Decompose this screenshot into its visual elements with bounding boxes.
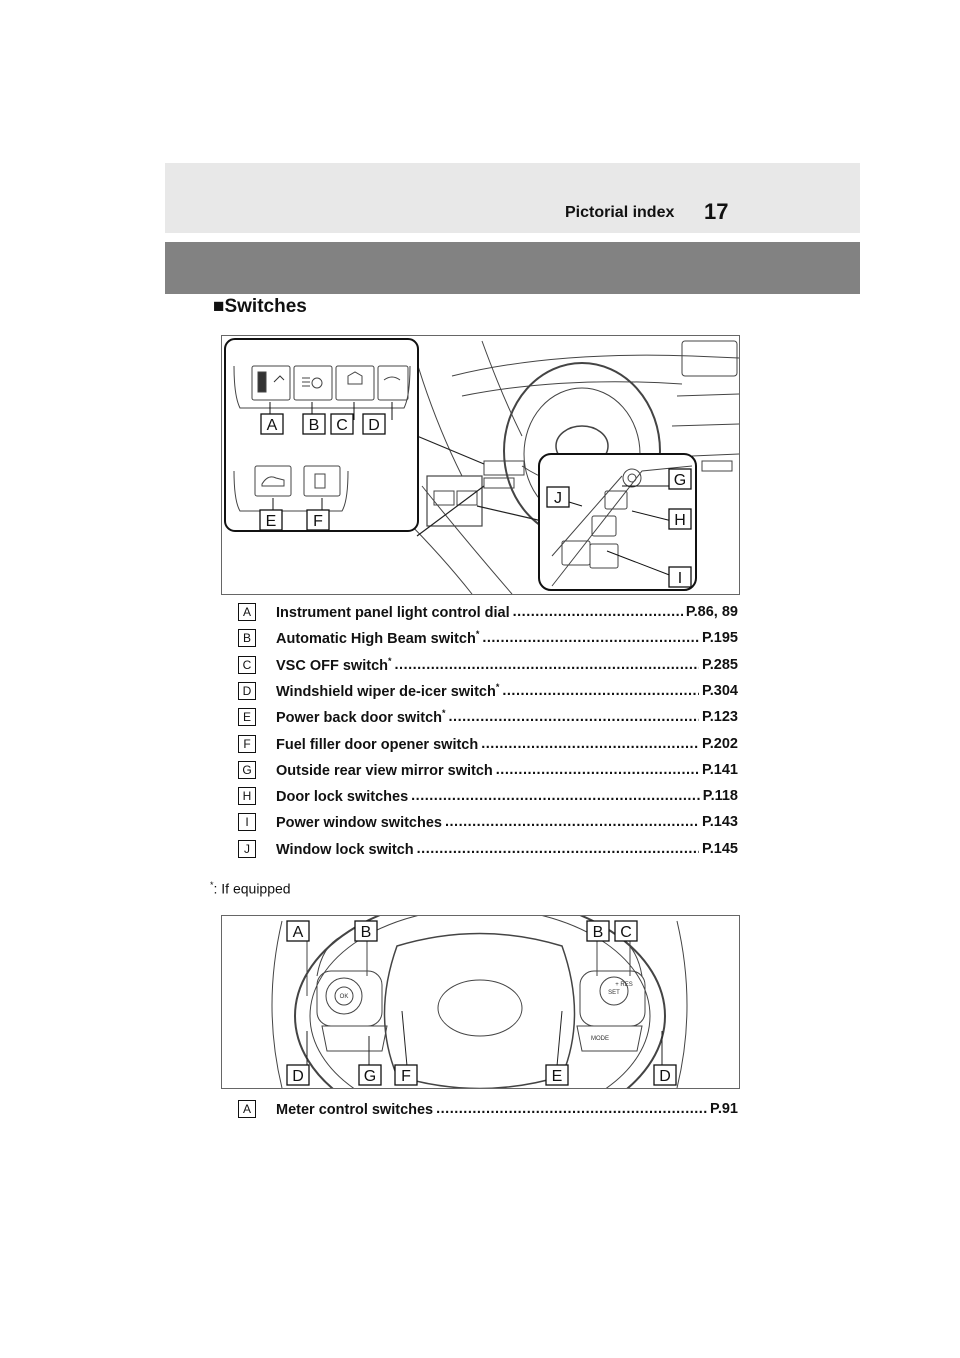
page-reference[interactable]: P.202 — [701, 735, 738, 752]
key-label: J — [238, 839, 256, 858]
page-reference[interactable]: P.195 — [701, 630, 738, 647]
leader-dots — [395, 657, 699, 673]
page-reference[interactable]: P.304 — [701, 682, 738, 699]
figure2-label-e: E — [552, 1068, 563, 1085]
page-reference[interactable]: P.91 — [710, 1101, 738, 1117]
switch-name: Automatic High Beam switch* — [276, 629, 480, 648]
figure2-label-d-left: D — [292, 1068, 304, 1085]
switch-name: Window lock switch — [276, 841, 414, 858]
switch-name: Windshield wiper de-icer switch* — [276, 681, 500, 700]
page-number: 17 — [704, 199, 729, 224]
figure2-label-f: F — [401, 1068, 411, 1085]
res-button-text: + RES — [615, 982, 633, 988]
page-reference[interactable]: P.145 — [701, 840, 738, 857]
page-reference[interactable]: P.118 — [702, 788, 738, 805]
figure2-label-b-left: B — [361, 924, 372, 941]
switch-list-item: C VSC OFF switch* P.285 — [238, 654, 738, 676]
figure2-label-a: A — [293, 924, 304, 941]
key-label: A — [238, 603, 256, 621]
page-reference[interactable]: P.86, 89 — [685, 604, 738, 620]
switch-name: Outside rear view mirror switch — [276, 762, 493, 779]
figure1-label-f: F — [313, 513, 323, 530]
figure2-label-g: G — [364, 1068, 376, 1085]
key-label: E — [238, 708, 256, 727]
dashboard-illustration: A B C D E F G H I — [224, 338, 739, 594]
switch-list-item: I Power window switches P.143 — [238, 811, 738, 833]
key-label: I — [238, 813, 256, 832]
key-label: C — [238, 655, 256, 674]
ok-button-text: OK — [340, 994, 349, 1000]
page-reference[interactable]: P.123 — [701, 709, 738, 726]
switch-list-item: J Window lock switch P.145 — [238, 838, 738, 860]
switch-list-item: H Door lock switches P.118 — [238, 785, 738, 807]
switch-name: Door lock switches — [276, 789, 409, 805]
switch-name: VSC OFF switch* — [276, 655, 392, 674]
switch-name: Instrument panel light control dial — [276, 604, 510, 621]
asterisk-mark: * — [388, 655, 392, 666]
leader-dots — [513, 604, 683, 620]
footnote: *: If equipped — [210, 880, 291, 897]
key-label: B — [238, 629, 256, 648]
leader-dots — [449, 709, 699, 725]
leader-dots — [417, 841, 699, 857]
footnote-mark: * — [210, 880, 214, 890]
asterisk-mark: * — [495, 681, 500, 692]
figure1-label-e: E — [266, 513, 277, 530]
figure1-label-b: B — [309, 417, 320, 434]
switch-name: Power back door switch* — [276, 708, 446, 727]
switch-list-item: A Instrument panel light control dial P.86… — [238, 601, 738, 623]
set-button-text: SET — [608, 990, 620, 996]
key-label: D — [238, 681, 256, 700]
steering-wheel-illustration: OK MODE + RES SET A B B C D G F E D — [271, 916, 688, 1088]
figure1-label-g: G — [674, 472, 686, 489]
figure2-label-d-right: D — [659, 1068, 671, 1085]
steering-wheel-switches-figure: OK MODE + RES SET A B B C D G F E D — [221, 915, 740, 1089]
page-header-title: Pictorial index — [565, 204, 675, 221]
section-title: ■Switches — [213, 296, 307, 317]
switch-name: Meter control switches — [276, 1101, 434, 1118]
switch-list-item: F Fuel filler door opener switch P.202 — [238, 733, 738, 755]
key-label: G — [238, 760, 256, 779]
section-bar — [165, 242, 860, 294]
figure2-label-c: C — [620, 924, 632, 941]
page-reference[interactable]: P.141 — [701, 761, 738, 778]
figure1-label-c: C — [336, 417, 348, 434]
footnote-text: : If equipped — [213, 880, 291, 897]
leader-dots — [481, 736, 699, 752]
key-label: A — [238, 1100, 256, 1118]
figure1-label-h: H — [674, 512, 686, 529]
figure1-label-d: D — [368, 417, 380, 434]
dashboard-switches-figure: A B C D E F G H I — [221, 335, 740, 595]
figure2-label-b-right: B — [593, 924, 604, 941]
leader-dots — [502, 683, 699, 699]
page-reference[interactable]: P.143 — [701, 814, 738, 831]
switch-list-item: A Meter control switches P.91 — [238, 1098, 738, 1120]
figure1-label-i: I — [678, 570, 682, 587]
switch-list-item: D Windshield wiper de-icer switch* P.304 — [238, 680, 738, 702]
figure1-label-j: J — [554, 490, 562, 507]
asterisk-mark: * — [475, 629, 480, 640]
page-reference[interactable]: P.285 — [701, 656, 738, 673]
switch-name: Power window switches — [276, 815, 442, 832]
figure1-label-a: A — [267, 417, 278, 434]
switch-list-item: B Automatic High Beam switch* P.195 — [238, 627, 738, 649]
leader-dots — [482, 630, 699, 646]
asterisk-mark: * — [442, 708, 446, 719]
key-label: F — [238, 734, 256, 753]
leader-dots — [411, 788, 700, 804]
switch-list-item: G Outside rear view mirror switch P.141 — [238, 759, 738, 781]
mode-button-text: MODE — [591, 1036, 609, 1042]
leader-dots — [445, 814, 699, 830]
key-label: H — [238, 787, 256, 806]
leader-dots — [496, 762, 699, 778]
leader-dots — [436, 1101, 707, 1117]
switch-name: Fuel filler door opener switch — [276, 736, 479, 753]
switch-list-item: E Power back door switch* P.123 — [238, 706, 738, 728]
header-band — [165, 163, 860, 233]
